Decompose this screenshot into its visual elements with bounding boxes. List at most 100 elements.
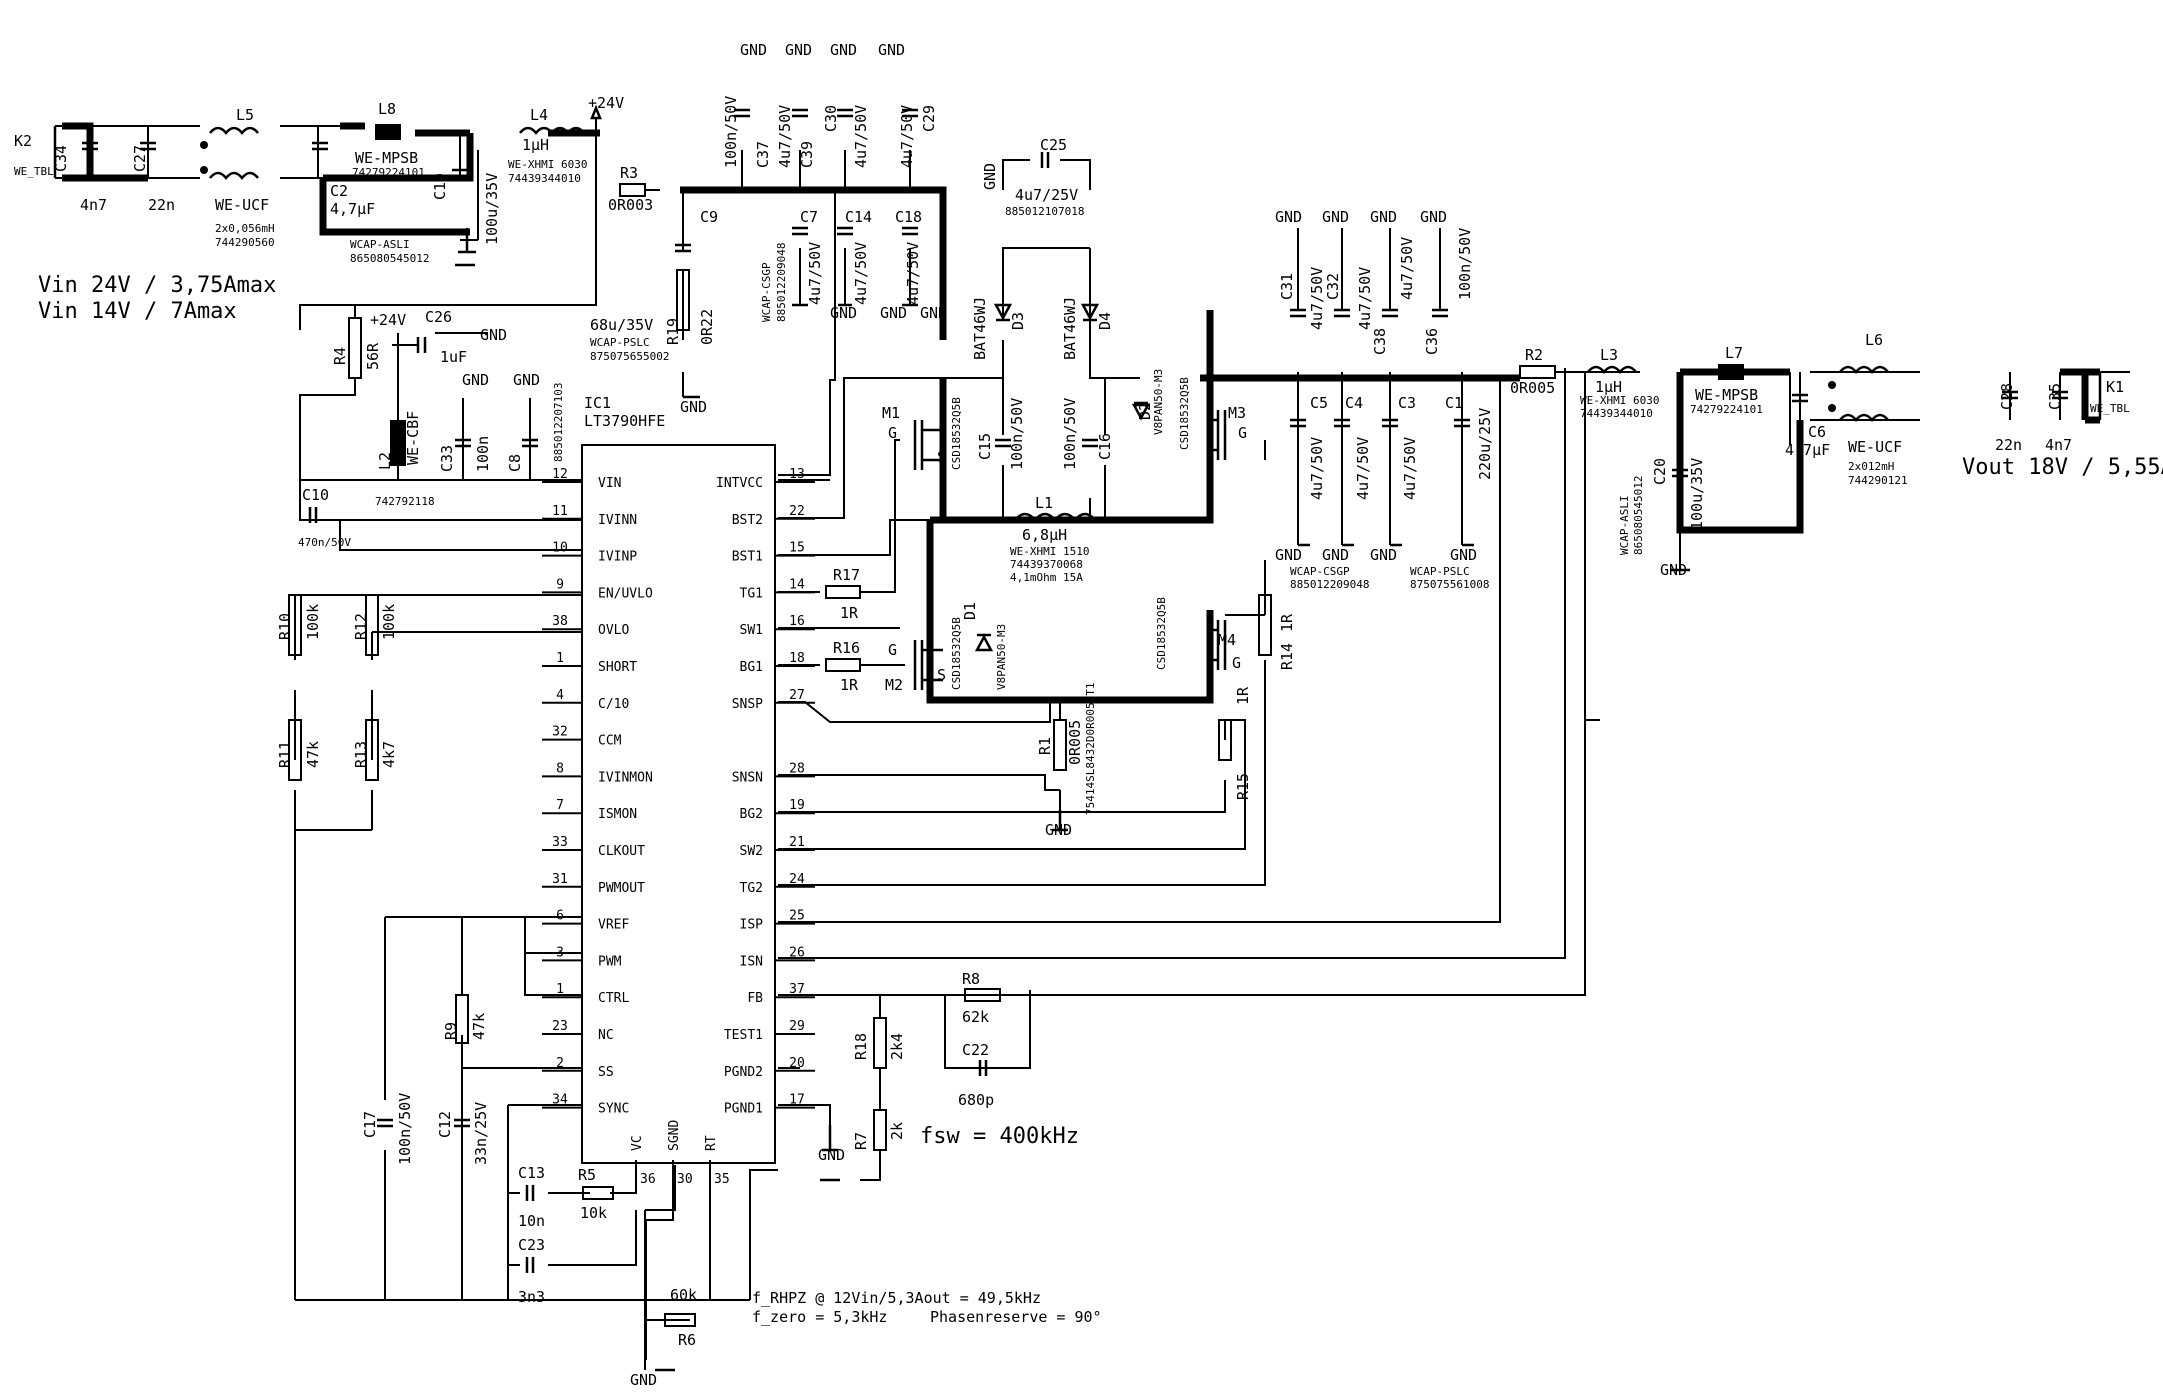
symbols: [53, 104, 2102, 1327]
label-l5: L5: [236, 106, 254, 124]
label-c22-v: 680p: [958, 1091, 994, 1109]
label-c9-v: 68u/35V: [590, 316, 653, 334]
ic-pin-name-left: NC: [598, 1028, 614, 1043]
label-r15: R15: [1234, 773, 1252, 800]
label-c7: C7: [800, 208, 818, 226]
ic-pin-name-right: INTVCC: [716, 476, 763, 491]
label-k1: K1: [2106, 378, 2124, 396]
label-m4-p: CSD18532Q5B: [1155, 597, 1168, 670]
label-r14: R14: [1278, 643, 1296, 670]
label-r5: R5: [578, 1166, 596, 1184]
label-out-cgrp-t: WCAP-CSGP: [1290, 565, 1350, 578]
label-r11: R11: [276, 741, 294, 768]
label-r12-v: 100k: [380, 604, 398, 640]
ic-pin-number-right: 29: [789, 1019, 805, 1034]
label-d4: D4: [1096, 312, 1114, 330]
label-c7-v: 4u7/50V: [806, 242, 824, 305]
label-c15: C15: [976, 433, 994, 460]
label-c31: C31: [1278, 273, 1296, 300]
label-m3-p: CSD18532Q5B: [1178, 377, 1191, 450]
ic-pin-name-right: BG1: [740, 660, 763, 675]
label-r14-v: 1R: [1278, 613, 1296, 632]
label-c14: C14: [845, 208, 872, 226]
label-r8: R8: [962, 970, 980, 988]
ic-pin-number-right: 25: [789, 909, 805, 924]
label-r5-v: 10k: [580, 1204, 607, 1222]
label-c34: C34: [52, 145, 70, 172]
label-gnd-c33: GND: [462, 371, 489, 389]
label-c37: C37: [754, 141, 772, 168]
ic-pin-name-left: ISMON: [598, 807, 637, 822]
label-r9-v: 47k: [470, 1013, 488, 1040]
label-l3: L3: [1600, 346, 1618, 364]
label-c25-p: 885012107018: [1005, 205, 1084, 218]
ic-pin-name-left: IVINP: [598, 550, 637, 565]
ic-pin-number-left: 2: [556, 1056, 564, 1071]
label-m4-g: G: [1232, 654, 1241, 672]
ic-pin-number-bottom: 30: [677, 1172, 693, 1187]
label-c34-v: 4n7: [80, 196, 107, 214]
ic-pin-number-bottom: 36: [640, 1172, 656, 1187]
ic-pin-number-right: 14: [789, 577, 805, 592]
label-l6-v: 2x012mH: [1848, 460, 1894, 473]
label-c30-v: 4u7/50V: [852, 105, 870, 168]
label-gnd-c25: GND: [981, 163, 999, 190]
ic-pin-number-left: 34: [552, 1093, 568, 1108]
label-l4-t: WE-XHMI 6030: [508, 158, 587, 171]
ic-pin-number-right: 28: [789, 761, 805, 776]
label-m2: M2: [885, 676, 903, 694]
label-c36: C36: [1423, 328, 1441, 355]
label-m1-g: G: [888, 424, 897, 442]
label-l8: L8: [378, 100, 396, 118]
power-traces: [62, 122, 2100, 704]
label-gnd-c7: GND: [830, 304, 857, 322]
label-l4-p: 74439344010: [508, 172, 581, 185]
label-gnd-c5: GND: [1275, 546, 1302, 564]
label-c5-v: 4u7/50V: [1308, 437, 1326, 500]
ic-pin-name-left: IVINN: [598, 513, 637, 528]
note-vin-1: Vin 24V / 3,75Amax: [38, 273, 276, 298]
label-r7: R7: [852, 1132, 870, 1150]
label-c12-v: 33n/25V: [472, 1102, 490, 1165]
label-l3-p: 74439344010: [1580, 407, 1653, 420]
label-r1: R1: [1036, 737, 1054, 755]
note-phase: Phasenreserve = 90°: [930, 1308, 1102, 1326]
label-c14-v: 4u7/50V: [852, 242, 870, 305]
label-c37-v: 100n/50V: [722, 96, 740, 168]
label-m1-s: S: [937, 448, 946, 466]
label-c33: C33: [438, 445, 456, 472]
label-r1-v: 0R005: [1066, 720, 1084, 765]
ic-pin-name-left: SYNC: [598, 1102, 629, 1117]
ic-pin-name-right: SW1: [740, 623, 763, 638]
ic-pin-number-right: 24: [789, 872, 805, 887]
label-c18: C18: [895, 208, 922, 226]
label-r3-v: 0R003: [608, 196, 653, 214]
ic-pin-name-right: BST2: [732, 513, 763, 528]
label-c23: C23: [518, 1236, 545, 1254]
ic-pin-number-right: 15: [789, 541, 805, 556]
label-r2-v: 0R005: [1510, 379, 1555, 397]
label-c27-v: 22n: [148, 196, 175, 214]
label-r17-v: 1R: [840, 604, 859, 622]
gnd-symbols: [455, 228, 1690, 1372]
label-c2: C2: [330, 182, 348, 200]
label-gnd-c38: GND: [1370, 208, 1397, 226]
label-d1: D1: [961, 602, 979, 620]
label-gnd-c26: GND: [480, 326, 507, 344]
label-l1: L1: [1035, 494, 1053, 512]
label-c18-v: 4u7/50V: [904, 242, 922, 305]
label-r18-v: 2k4: [888, 1033, 906, 1060]
label-l7-p: 74279224101: [1690, 403, 1763, 416]
ic-pin-name-right: FB: [747, 991, 763, 1006]
ic-pin-name-left: OVLO: [598, 623, 629, 638]
ic-pin-name-bottom: VC: [630, 1135, 645, 1151]
label-gnd-c29: GND: [878, 41, 905, 59]
label-gnd-c3: GND: [1370, 546, 1397, 564]
label-c26: C26: [425, 308, 452, 326]
ic-pin-name-left: PWMOUT: [598, 881, 645, 896]
label-m2-g: G: [888, 641, 897, 659]
label-c20-v: 100u/35V: [1688, 458, 1706, 530]
ic-pin-name-right: PGND1: [724, 1102, 763, 1117]
label-c4: C4: [1345, 394, 1363, 412]
